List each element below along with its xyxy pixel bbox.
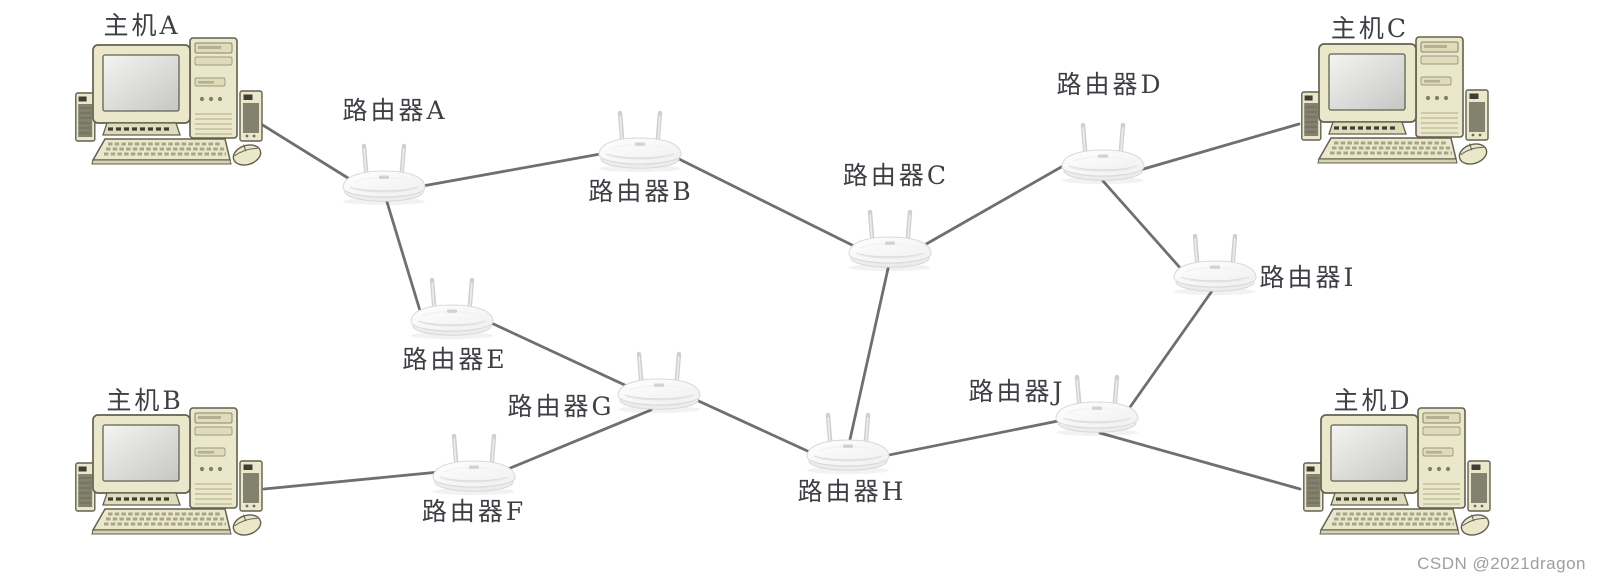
node-router-b — [599, 113, 681, 172]
label-host-b: 主机B — [106, 386, 183, 415]
node-router-j — [1056, 377, 1138, 436]
node-router-c — [849, 212, 931, 271]
label-router-b: 路由器B — [588, 177, 693, 206]
router-image-router-b — [599, 113, 681, 172]
label-host-c: 主机C — [1331, 14, 1409, 43]
node-router-i — [1174, 236, 1256, 295]
computer-image-host-a — [75, 36, 265, 170]
link-router-b-router-c — [673, 155, 860, 250]
link-router-a-router-b — [415, 151, 608, 189]
router-image-router-h — [807, 415, 889, 474]
computer-image-host-d — [1303, 406, 1493, 540]
watermark: CSDN @2021dragon — [1417, 554, 1586, 573]
label-router-c: 路由器C — [843, 161, 949, 190]
node-host-c — [1301, 35, 1491, 169]
labels-layer: 主机A 主机B 主机C 主机D 路由器A 路由器B 路由器C 路由器D 路由器E 路由器F 路由器G… — [103, 11, 1412, 526]
router-image-router-j — [1056, 377, 1138, 436]
label-router-f: 路由器F — [422, 497, 526, 526]
router-image-router-g — [618, 354, 700, 413]
label-router-e: 路由器E — [402, 345, 507, 374]
node-router-e — [411, 280, 493, 339]
link-router-g-router-f — [506, 408, 653, 471]
router-image-router-c — [849, 212, 931, 271]
link-router-j-router-h — [882, 418, 1065, 458]
link-router-a-router-e — [385, 200, 423, 316]
label-host-d: 主机D — [1333, 386, 1412, 415]
label-router-h: 路由器H — [798, 477, 907, 506]
node-router-d — [1062, 125, 1144, 184]
label-host-a: 主机A — [103, 11, 180, 40]
label-router-g: 路由器G — [508, 392, 615, 421]
label-router-i: 路由器I — [1260, 263, 1357, 292]
link-host-b-router-f — [262, 470, 441, 491]
router-image-router-f — [433, 436, 515, 495]
label-router-d: 路由器D — [1056, 70, 1163, 99]
node-router-a — [343, 146, 425, 205]
link-router-c-router-h — [847, 262, 891, 446]
node-host-d — [1303, 406, 1493, 540]
link-router-d-host-c — [1131, 122, 1301, 174]
router-image-router-e — [411, 280, 493, 339]
links-layer — [259, 122, 1302, 491]
link-router-e-router-g — [485, 319, 631, 389]
label-router-a: 路由器A — [342, 96, 447, 125]
node-host-b — [75, 406, 265, 540]
router-image-router-d — [1062, 125, 1144, 184]
node-router-h — [807, 415, 889, 474]
link-router-d-router-i — [1101, 179, 1184, 272]
computer-image-host-c — [1301, 35, 1491, 169]
node-router-g — [618, 354, 700, 413]
computer-image-host-b — [75, 406, 265, 540]
router-image-router-a — [343, 146, 425, 205]
link-router-i-router-j — [1126, 289, 1214, 412]
link-router-g-router-h — [690, 396, 816, 456]
label-router-j: 路由器J — [968, 377, 1065, 406]
link-router-j-host-d — [1098, 431, 1302, 491]
link-router-c-router-d — [919, 160, 1072, 249]
router-image-router-i — [1174, 236, 1256, 295]
node-host-a — [75, 36, 265, 170]
node-router-f — [433, 436, 515, 495]
link-host-a-router-a — [259, 122, 358, 185]
